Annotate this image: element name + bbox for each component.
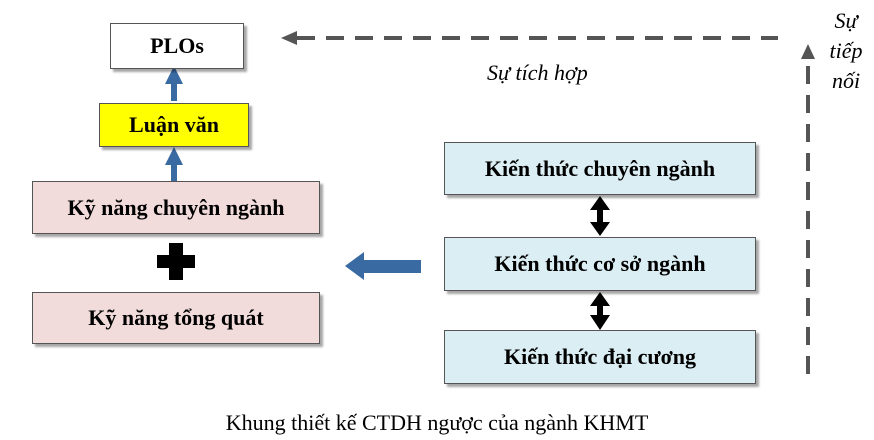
figure-caption: Khung thiết kế CTDH ngược của ngành KHMT — [225, 410, 649, 435]
continuity-arrowhead — [801, 44, 815, 59]
continuity-label: Sự tiếp nối — [818, 6, 874, 96]
plos-box: PLOs — [110, 23, 244, 69]
double-arrow-2 — [590, 292, 610, 330]
specialized-knowledge-box: Kiến thức chuyên ngành — [444, 142, 756, 195]
continuity-word: Sự — [834, 8, 858, 33]
continuity-word: nối — [831, 68, 861, 93]
general-knowledge-label: Kiến thức đại cương — [504, 344, 696, 369]
integration-label: Sự tích hợp — [487, 60, 588, 85]
general-skills-label: Kỹ năng tổng quát — [88, 305, 264, 330]
double-arrow-1 — [590, 196, 610, 236]
specialized-knowledge-label: Kiến thức chuyên ngành — [484, 155, 716, 181]
thesis-box: Luận văn — [99, 103, 249, 147]
foundation-knowledge-box: Kiến thức cơ sở ngành — [444, 237, 756, 291]
plos-label: PLOs — [150, 33, 204, 58]
continuity-word: tiếp — [829, 38, 863, 63]
arrow-up-to-thesis — [165, 147, 183, 182]
arrow-left-knowledge-to-skills — [345, 252, 421, 280]
general-skills-box: Kỹ năng tổng quát — [32, 292, 320, 344]
plus-icon-v — [169, 243, 183, 280]
thesis-label: Luận văn — [129, 112, 219, 137]
specialized-skills-box: Kỹ năng chuyên ngành — [32, 181, 320, 234]
foundation-knowledge-label: Kiến thức cơ sở ngành — [494, 251, 706, 276]
arrow-up-to-plos — [165, 66, 183, 101]
general-knowledge-box: Kiến thức đại cương — [444, 330, 756, 384]
specialized-skills-label: Kỹ năng chuyên ngành — [67, 194, 285, 220]
integration-arrowhead — [281, 31, 297, 45]
